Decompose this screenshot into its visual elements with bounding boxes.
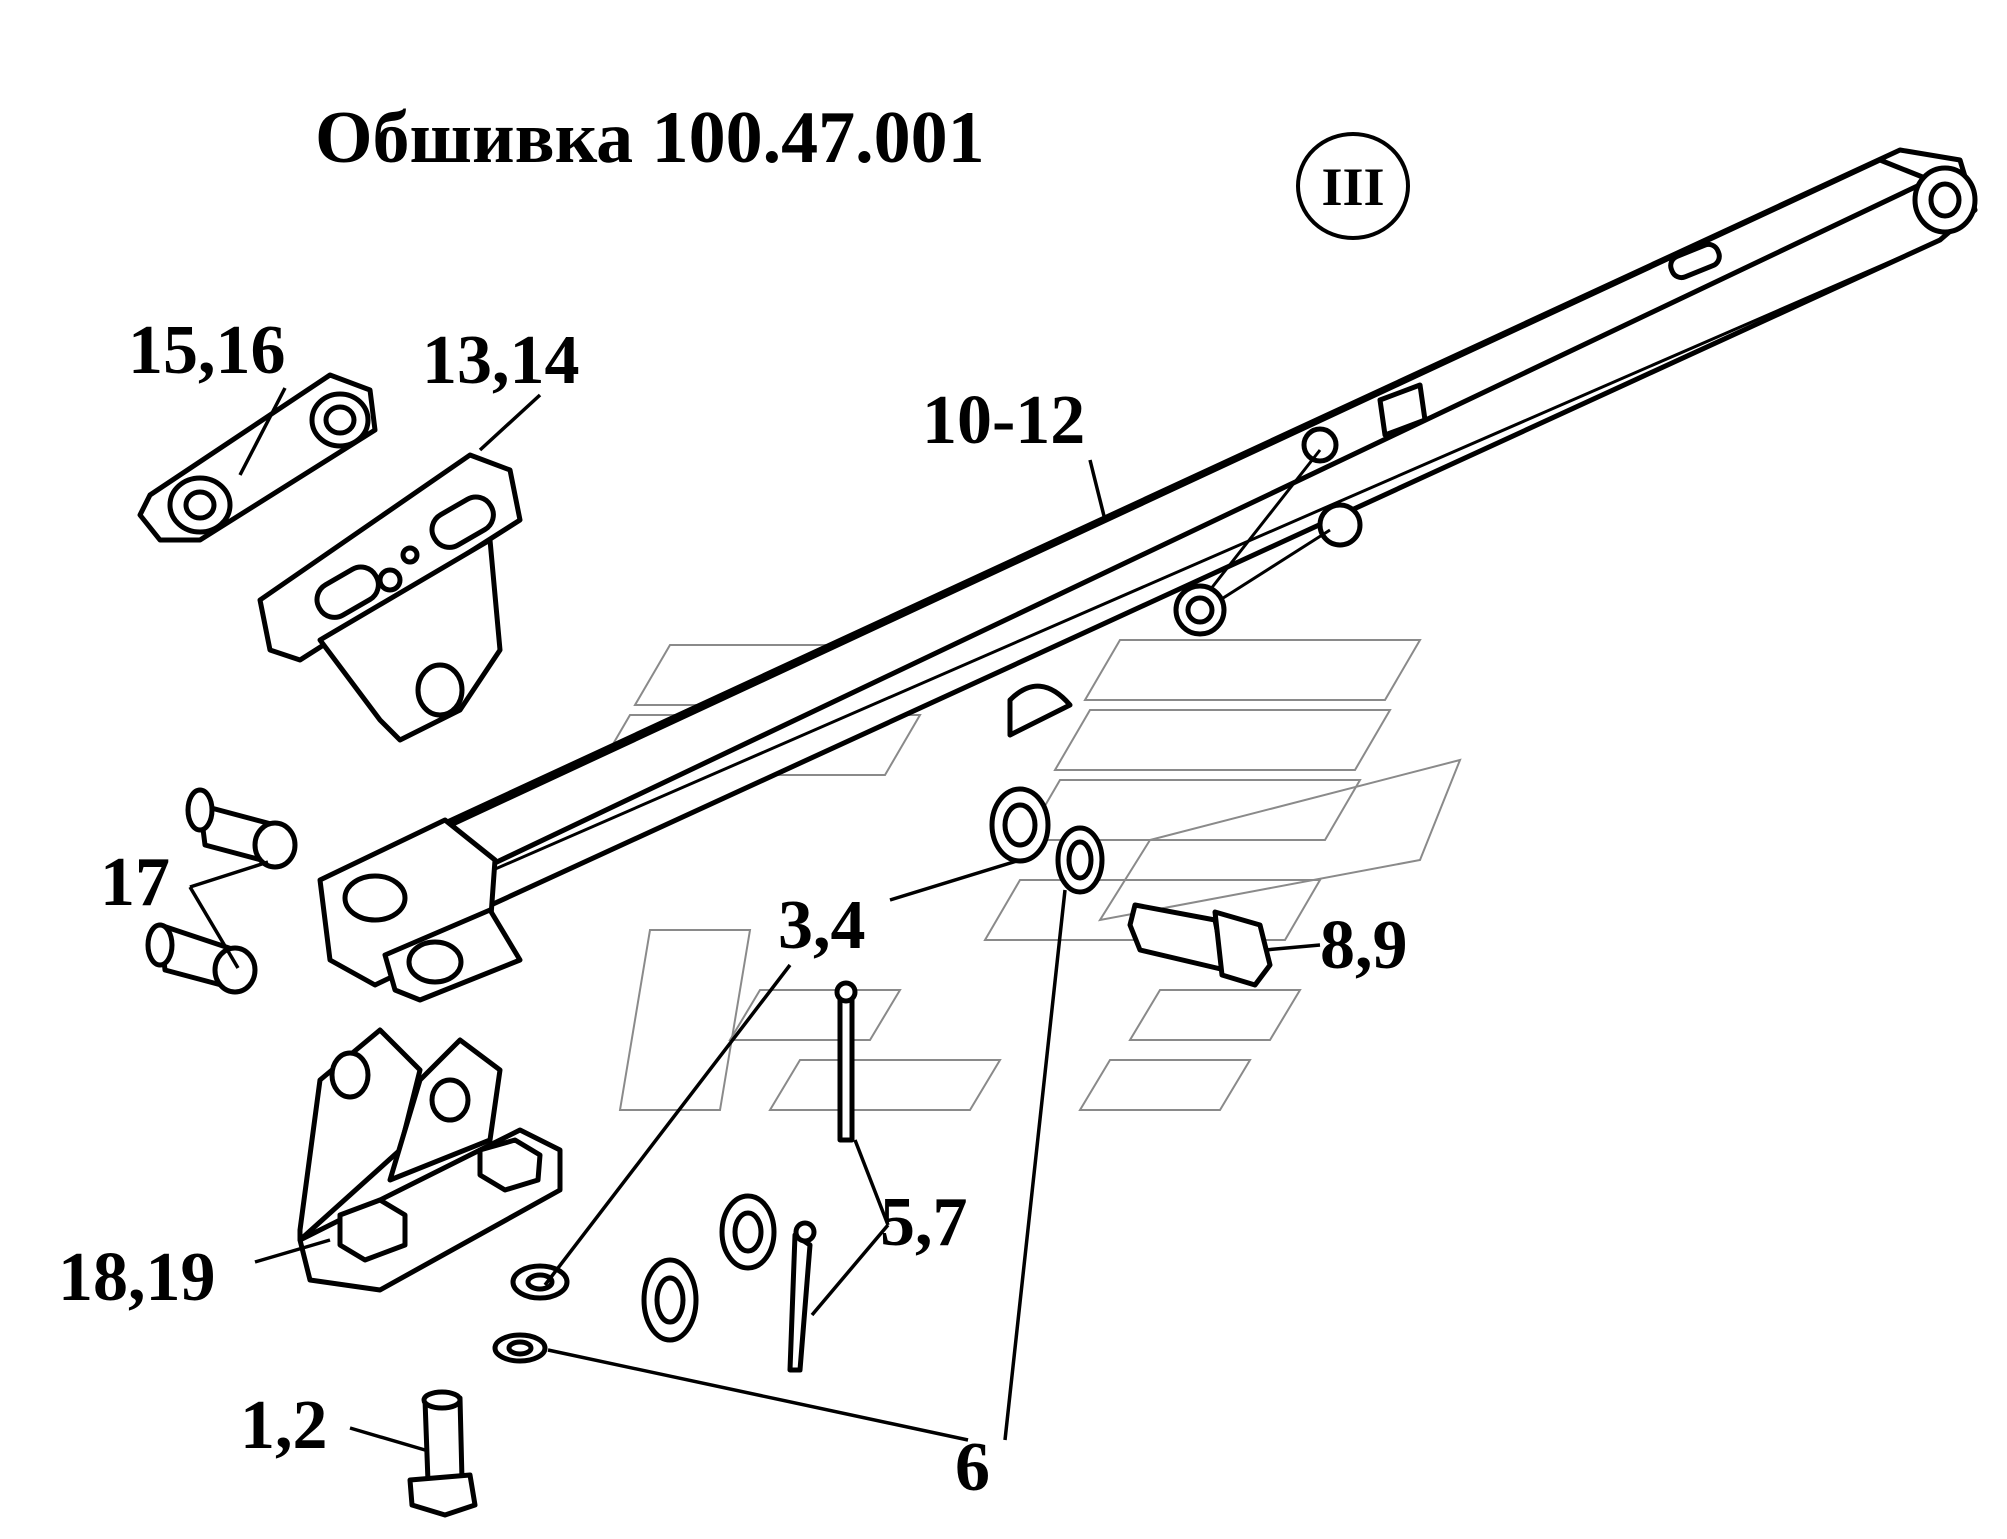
leader-lines: [188, 387, 1321, 1452]
bracket-part: [257, 452, 523, 743]
pins-part: [145, 787, 298, 995]
callout-18-19: 18,19: [58, 1239, 216, 1316]
callout-5-7: 5,7: [880, 1184, 968, 1261]
bolt-parts: [407, 902, 1273, 1518]
callout-10-12: 10-12: [922, 382, 1085, 459]
diagram-title: Обшивка 100.47.001: [315, 97, 985, 179]
callout-17: 17: [100, 844, 170, 921]
callout-6: 6: [955, 1429, 990, 1506]
callout-15-16: 15,16: [128, 312, 286, 389]
section-marker-label: III: [1321, 157, 1384, 217]
small-parts: [492, 786, 1105, 1373]
callout-1-2: 1,2: [240, 1387, 328, 1464]
callout-3-4: 3,4: [778, 887, 866, 964]
section-marker: III: [1296, 132, 1410, 240]
callout-8-9: 8,9: [1320, 907, 1408, 984]
mount-part: [297, 1027, 563, 1293]
arm-assembly: [317, 147, 1978, 1003]
link-plate-part: [137, 372, 378, 543]
callout-13-14: 13,14: [422, 322, 580, 399]
